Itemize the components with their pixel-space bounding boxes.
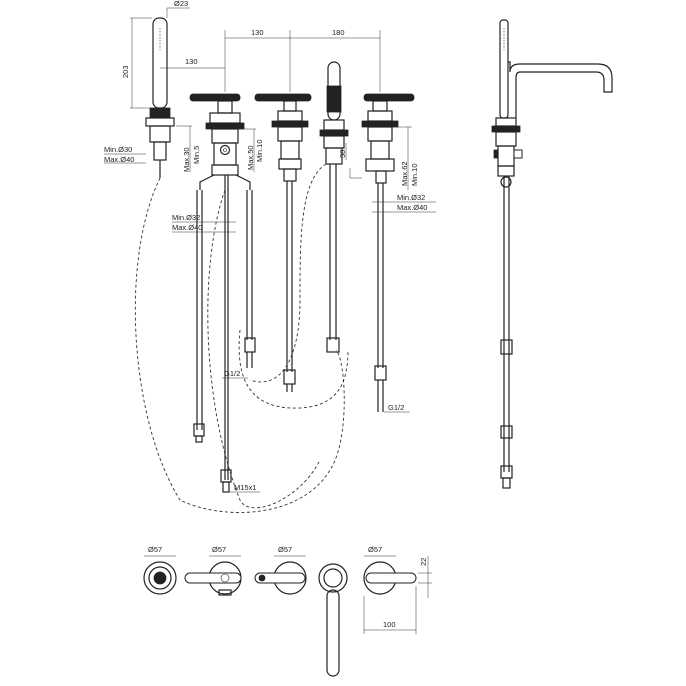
dim-max-dia-40-a: Max.Ø40 [104,155,134,164]
dim-spacing-a: 130 [185,57,198,66]
hand-shower-dimensions: Ø23 203 130 Min.Ø30 Max.Ø40 Max.30 Min.5 [104,0,225,172]
dim-plan-100: 100 [383,620,396,629]
dim-max-dia-40-b: Max.Ø40 [172,223,202,232]
dim-plan-dia-3: Ø57 [278,545,292,554]
center-valve [254,93,312,392]
dim-thread-m15: M15x1 [234,483,257,492]
dim-thread-g12-a: G1/2 [224,369,240,378]
dim-spacing-c: 180 [332,28,345,37]
dim-min-5: Min.5 [192,146,201,164]
flexible-hoses [134,163,349,513]
dim-plan-22: 22 [419,558,428,566]
dim-max-62: Max.62 [400,161,409,186]
dim-spacing-b: 130 [251,28,264,37]
dim-max-50: Max.50 [246,145,255,170]
dim-hand-shower-dia: Ø23 [174,0,188,8]
right-valve-dimensions: Max.62 Min.10 Min.Ø32 Max.Ø40 G1/2 [349,126,436,413]
hand-shower [145,17,175,178]
dim-38: 38 [338,150,347,158]
left-valve [189,93,251,480]
dim-min-dia-32-b: Min.Ø32 [397,193,425,202]
left-valve-dimensions: Min.Ø32 Max.Ø40 Max.50 Min.10 G1/2 M15x1 [172,128,264,493]
spacing-dimensions: 130 180 [224,28,381,92]
dim-plan-dia-4: Ø57 [368,545,382,554]
left-valve-hoses [193,190,256,493]
dim-max-dia-40-c: Max.Ø40 [397,203,427,212]
spout-dimension: 38 [338,143,347,160]
dim-plan-dia-2: Ø57 [212,545,226,554]
dim-min-dia-32-a: Min.Ø32 [172,213,200,222]
plan-view-dimensions: Ø57 Ø57 Ø57 Ø57 22 100 [144,545,432,634]
dim-hand-shower-height: 203 [121,65,130,78]
side-view [491,19,613,489]
right-valve [361,93,415,412]
dim-min-10-a: Min.10 [255,139,264,162]
dim-thread-g12-b: G1/2 [388,403,404,412]
dim-plan-dia-1: Ø57 [148,545,162,554]
plan-view [143,561,417,677]
dim-min-dia-30: Min.Ø30 [104,145,132,154]
spout-front [319,61,349,353]
dim-max-30: Max.30 [182,147,191,172]
dim-min-10-b: Min.10 [410,163,419,186]
